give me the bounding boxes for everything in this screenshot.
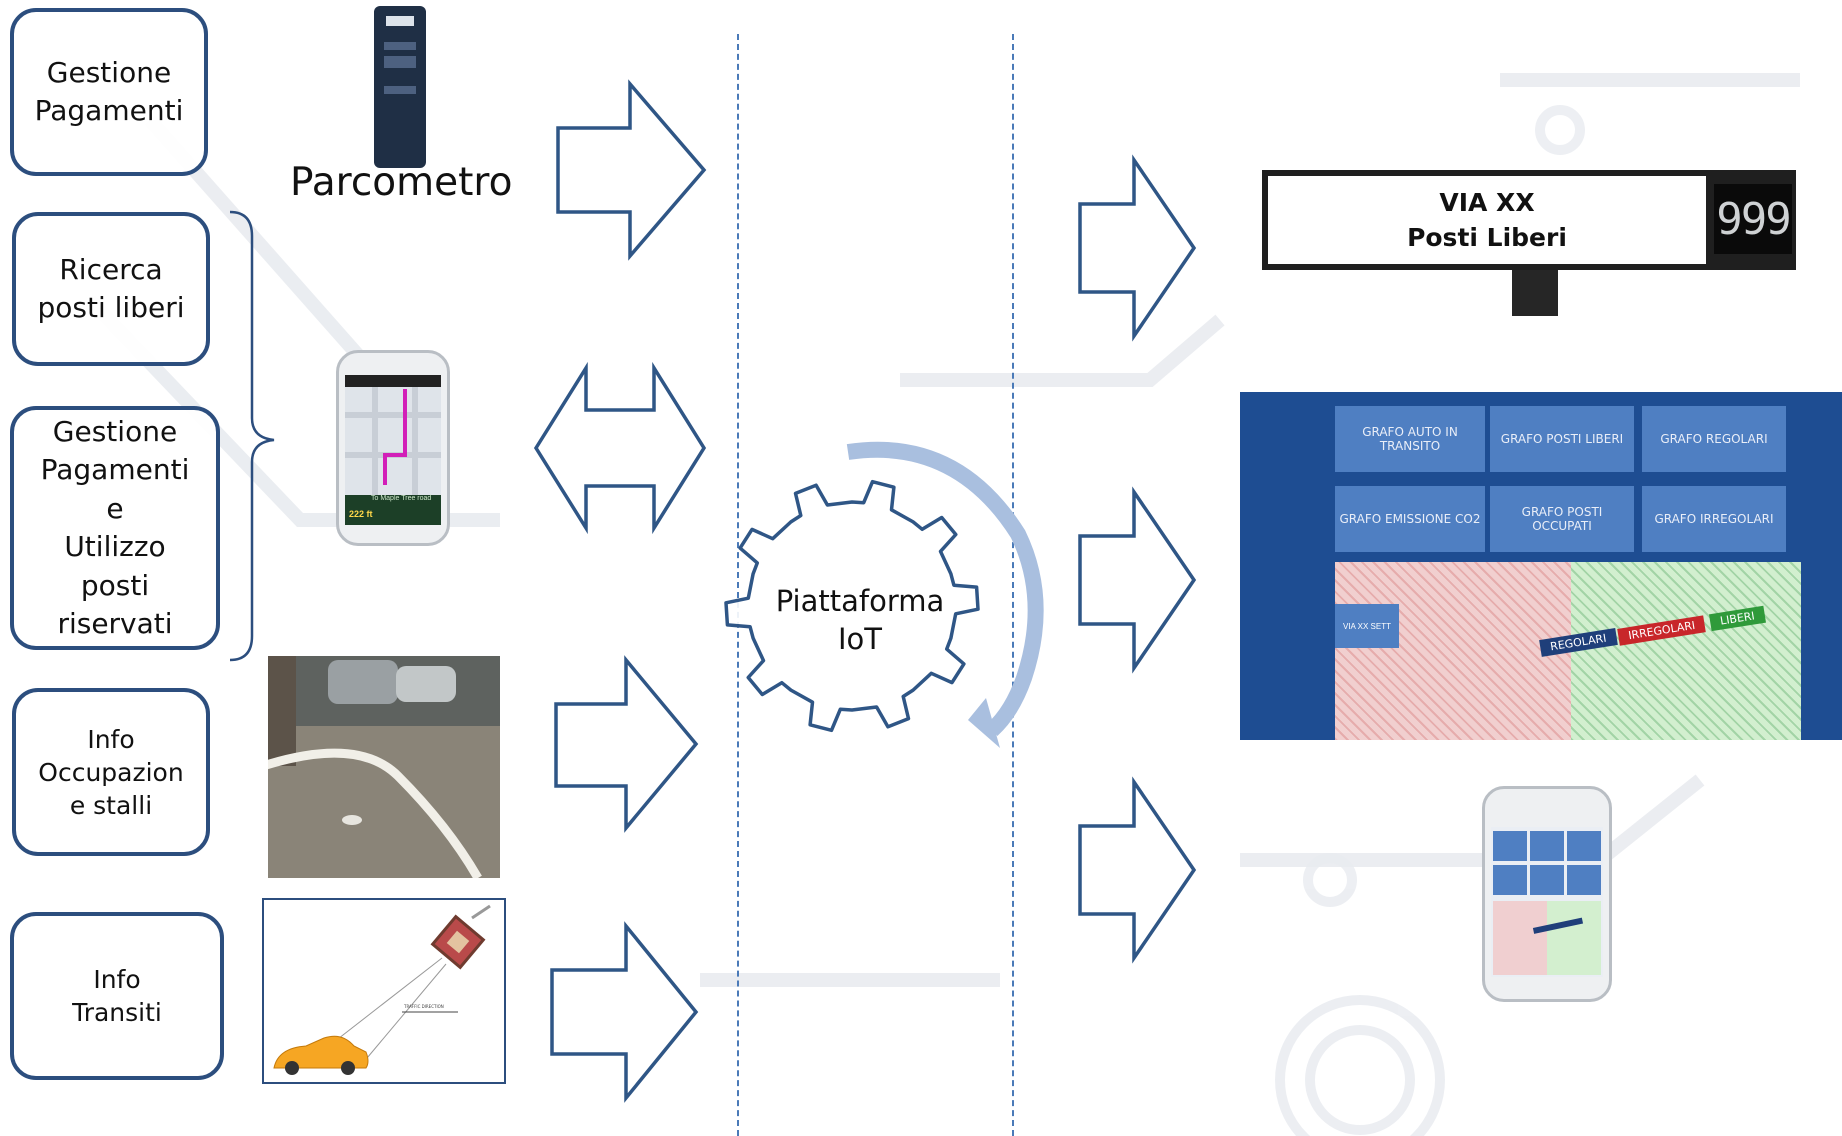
nav-street-name: To Maple Tree road [371, 495, 432, 502]
box-label: Info Occupazion e stalli [38, 724, 184, 820]
arrow-right-3 [554, 655, 699, 833]
cycle-arrow-head [968, 698, 1000, 748]
dashboard-video-wall: GRAFO AUTO IN TRANSITO GRAFO POSTI LIBER… [1240, 392, 1842, 740]
box-label: Gestione Pagamenti e Utilizzo posti rise… [40, 414, 190, 641]
iot-platform-label: Piattaforma IoT [775, 584, 945, 656]
smartphone-dashboard-image [1482, 786, 1612, 1002]
sign-caption: Posti Liberi [1407, 223, 1567, 252]
map-street-callout: VIA XX SETT [1335, 604, 1399, 648]
arrow-right-out-2 [1078, 486, 1197, 674]
transit-camera-sketch: TRAFFIC DIRECTION [262, 898, 506, 1084]
map-regular-zone [1335, 562, 1571, 740]
box-ricerca-posti-liberi: Ricerca posti liberi [12, 212, 210, 366]
box-info-occupazione-stalli: Info Occupazion e stalli [12, 688, 210, 856]
dashboard-tile: GRAFO EMISSIONE CO2 [1335, 486, 1485, 552]
box-label: Gestione Pagamenti [34, 56, 184, 127]
sign-pole [1512, 270, 1558, 316]
parking-sensor-photo [268, 656, 500, 878]
parking-meter-label: Parcometro [290, 160, 513, 205]
phone-screen: To Maple Tree road 222 ft [345, 375, 441, 525]
box-gestione-pagamenti-utilizzo: Gestione Pagamenti e Utilizzo posti rise… [10, 406, 220, 650]
box-gestione-pagamenti: Gestione Pagamenti [10, 8, 208, 176]
map-free-zone [1571, 562, 1801, 740]
nav-distance: 222 ft [349, 509, 373, 519]
arrow-right-4 [550, 921, 699, 1103]
dashed-separator-right [1012, 34, 1014, 1136]
arrow-double [533, 361, 707, 535]
smartphone-navigation-image: To Maple Tree road 222 ft [336, 350, 450, 546]
dashboard-tile: GRAFO IRREGOLARI [1642, 486, 1786, 552]
transit-direction-label: TRAFFIC DIRECTION [403, 1004, 444, 1009]
dashboard-tile: GRAFO POSTI OCCUPATI [1490, 486, 1634, 552]
dashboard-tile: GRAFO POSTI LIBERI [1490, 406, 1634, 472]
dashboard-tile: GRAFO AUTO IN TRANSITO [1335, 406, 1485, 472]
mini-dashboard-graphic [1493, 831, 1601, 975]
box-info-transiti: Info Transiti [10, 912, 224, 1080]
phone-dashboard-screen [1491, 827, 1603, 977]
box-label: Info Transiti [72, 965, 162, 1027]
sign-street: VIA XX [1439, 188, 1535, 217]
sign-text-panel: VIA XX Posti Liberi [1268, 176, 1706, 264]
parking-meter-image [374, 6, 426, 168]
iot-platform-gear [724, 441, 1044, 748]
arrow-right-out-3 [1078, 776, 1197, 964]
arrow-right-1 [556, 79, 707, 261]
grouping-brace [229, 210, 275, 662]
dashed-separator-left [737, 34, 739, 1136]
dashboard-tile: GRAFO REGOLARI [1642, 406, 1786, 472]
free-spaces-sign: VIA XX Posti Liberi 999 [1262, 170, 1796, 270]
arrow-right-out-1 [1078, 154, 1197, 342]
cycle-arrow [846, 441, 1044, 736]
sign-counter: 999 [1714, 184, 1792, 254]
box-label: Ricerca posti liberi [37, 253, 185, 324]
navigation-map-graphic [345, 375, 441, 525]
